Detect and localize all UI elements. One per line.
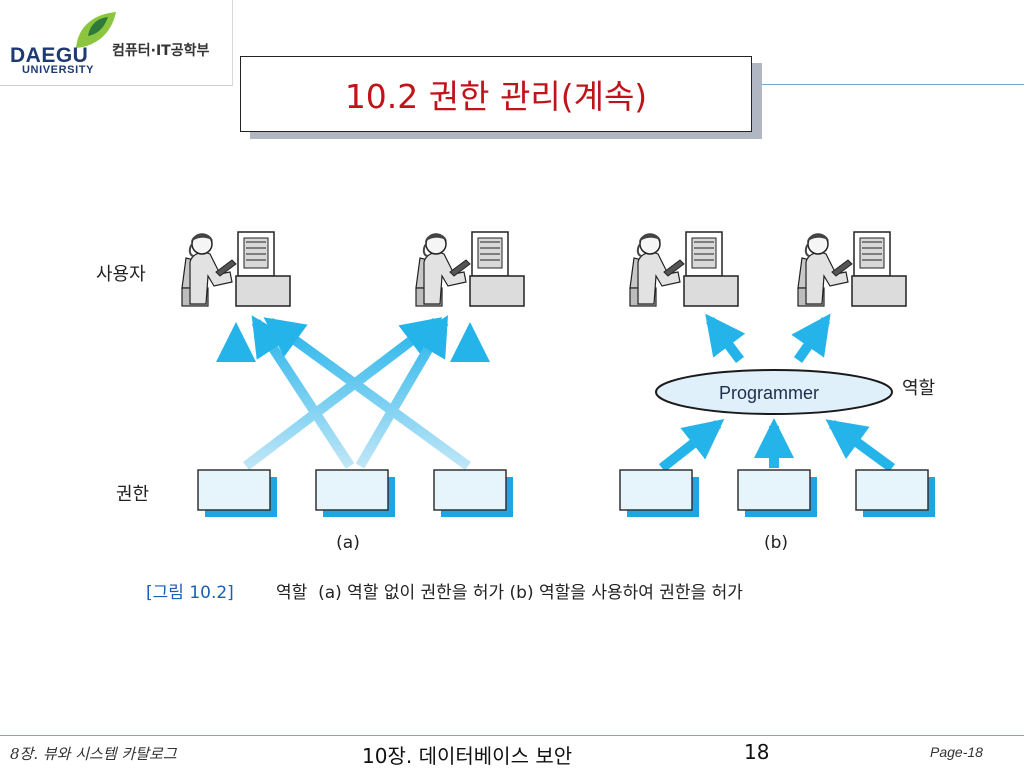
department-name: 컴퓨터·IT공학부 bbox=[112, 43, 210, 59]
user-at-computer-icon bbox=[415, 231, 525, 307]
slide-title: 10.2 권한 관리(계속) bbox=[344, 77, 648, 116]
permissions-row-label: 권한 bbox=[116, 484, 149, 505]
role-row-label: 역할 bbox=[902, 378, 935, 399]
footer-previous-chapter: 8장. 뷰와 시스템 카탈로그 bbox=[10, 745, 177, 763]
figure-caption-tag: [그림 10.2] bbox=[146, 583, 234, 603]
role-permission-diagram: 사용자 권한 (a) Programmer 역할 (b) [그림 10.2] 역… bbox=[96, 231, 936, 603]
footer-slide-number: 18 bbox=[744, 740, 770, 764]
logo-name: DAEGU bbox=[10, 44, 89, 67]
role-to-user-arrows bbox=[705, 313, 831, 363]
footer-divider bbox=[0, 735, 1024, 736]
role-ellipse bbox=[655, 369, 893, 415]
permission-box bbox=[737, 469, 818, 518]
panel-b-label: (b) bbox=[764, 533, 788, 553]
permission-to-role-arrows bbox=[658, 418, 895, 473]
permission-box bbox=[855, 469, 936, 518]
figure-caption-text: 역할 (a) 역할 없이 권한을 허가 (b) 역할을 사용하여 권한을 허가 bbox=[276, 583, 743, 603]
header-divider-right bbox=[756, 84, 1024, 85]
panel-a-label: (a) bbox=[336, 533, 360, 553]
user-at-computer-icon bbox=[629, 231, 739, 307]
logo-area bbox=[0, 0, 233, 86]
logo-subtitle: UNIVERSITY bbox=[22, 64, 95, 76]
user-at-computer-icon bbox=[181, 231, 291, 307]
footer-chapter-title: 10장. 데이터베이스 보안 bbox=[362, 744, 573, 768]
permission-box bbox=[315, 469, 396, 518]
users-row-label: 사용자 bbox=[96, 264, 146, 285]
title-box: 10.2 권한 관리(계속) bbox=[240, 56, 752, 132]
role-name: Programmer bbox=[719, 383, 819, 403]
permission-box bbox=[433, 469, 514, 518]
footer-page-label: Page-18 bbox=[930, 744, 983, 760]
permission-box bbox=[619, 469, 700, 518]
permission-box bbox=[197, 469, 278, 518]
header-divider-left bbox=[0, 85, 232, 86]
university-leaf-logo-icon bbox=[76, 12, 116, 48]
direct-permission-arrows bbox=[216, 315, 490, 471]
user-at-computer-icon bbox=[797, 231, 907, 307]
